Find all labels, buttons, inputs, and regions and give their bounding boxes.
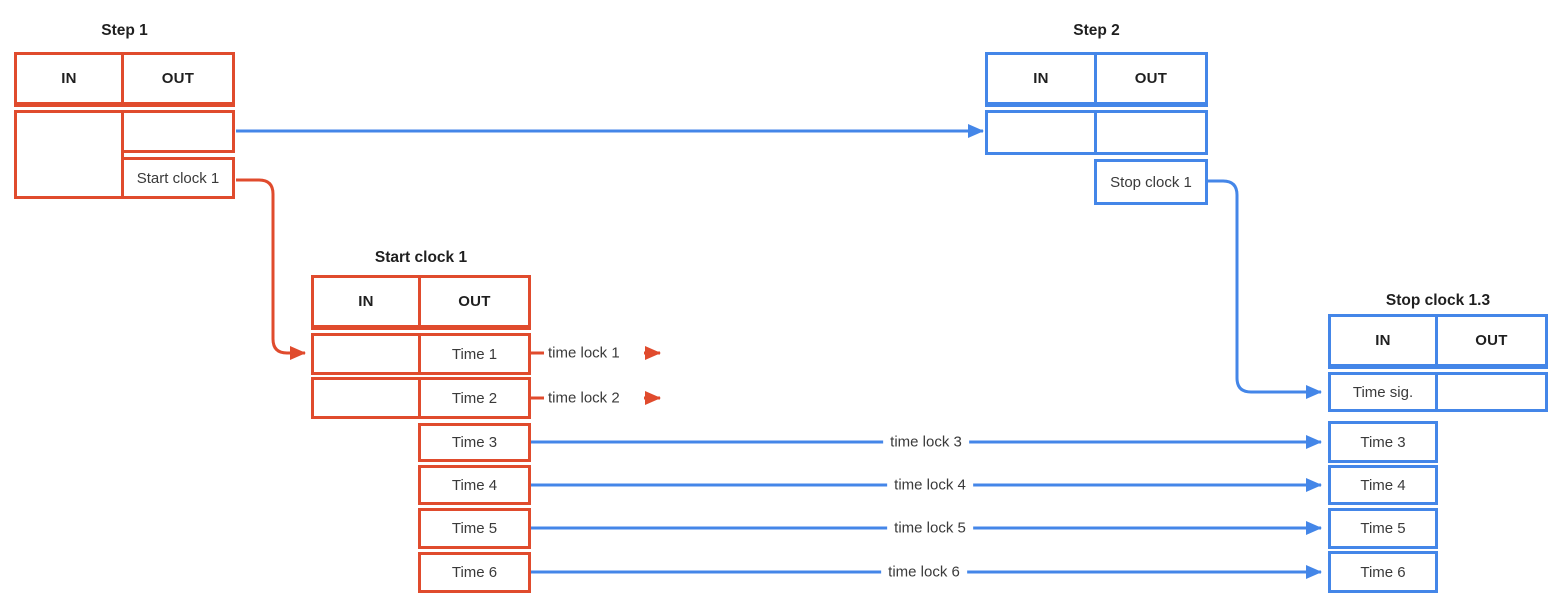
stop-clock-in-time6: Time 6 xyxy=(1328,551,1438,593)
edge-step2-to-stop-clock xyxy=(1208,179,1322,399)
start-clock-out-time5: Time 5 xyxy=(418,508,531,549)
step2-header-out: OUT xyxy=(1094,52,1208,107)
step1-out-cell-empty xyxy=(121,110,235,153)
start-clock-out-time2: Time 2 xyxy=(418,377,531,419)
stop-clock-header-in: IN xyxy=(1328,314,1438,369)
stop-clock-in-time-sig: Time sig. xyxy=(1328,372,1438,412)
step2-header-in: IN xyxy=(985,52,1097,107)
start-clock-header-out: OUT xyxy=(418,275,531,330)
start-clock-out-time3: Time 3 xyxy=(418,423,531,462)
step2-out-cell-empty xyxy=(1094,110,1208,155)
step1-title: Step 1 xyxy=(101,22,148,39)
start-clock-out-time4: Time 4 xyxy=(418,465,531,505)
edge-label-time-lock-6: time lock 6 xyxy=(881,563,967,581)
step1-out-cell-start-clock: Start clock 1 xyxy=(121,157,235,199)
stop-clock-out-cell-empty xyxy=(1435,372,1548,412)
stop-clock-header-out: OUT xyxy=(1435,314,1548,369)
step1-in-cell xyxy=(14,110,124,199)
stop-clock-in-time5: Time 5 xyxy=(1328,508,1438,549)
stop-clock-in-time3: Time 3 xyxy=(1328,421,1438,463)
edge-label-time-lock-5: time lock 5 xyxy=(887,519,973,537)
edge-label-time-lock-1: time lock 1 xyxy=(548,344,620,362)
step2-out-cell-stop-clock: Stop clock 1 xyxy=(1094,159,1208,205)
start-clock-out-time6: Time 6 xyxy=(418,552,531,593)
stop-clock-in-time4: Time 4 xyxy=(1328,465,1438,505)
edge-label-time-lock-4: time lock 4 xyxy=(887,476,973,494)
step1-header-in: IN xyxy=(14,52,124,107)
start-clock-in-row2 xyxy=(311,377,421,419)
start-clock-header-in: IN xyxy=(311,275,421,330)
step1-header-out: OUT xyxy=(121,52,235,107)
start-clock-out-time1: Time 1 xyxy=(418,333,531,375)
start-clock-in-row1 xyxy=(311,333,421,375)
step2-in-cell xyxy=(985,110,1097,155)
edge-label-time-lock-2: time lock 2 xyxy=(548,389,620,407)
start-clock-title: Start clock 1 xyxy=(374,249,468,266)
edge-label-time-lock-3: time lock 3 xyxy=(883,433,969,451)
step2-title: Step 2 xyxy=(1073,22,1120,39)
stop-clock-title: Stop clock 1.3 xyxy=(1385,292,1491,309)
edge-step1-to-start-clock xyxy=(236,178,306,360)
